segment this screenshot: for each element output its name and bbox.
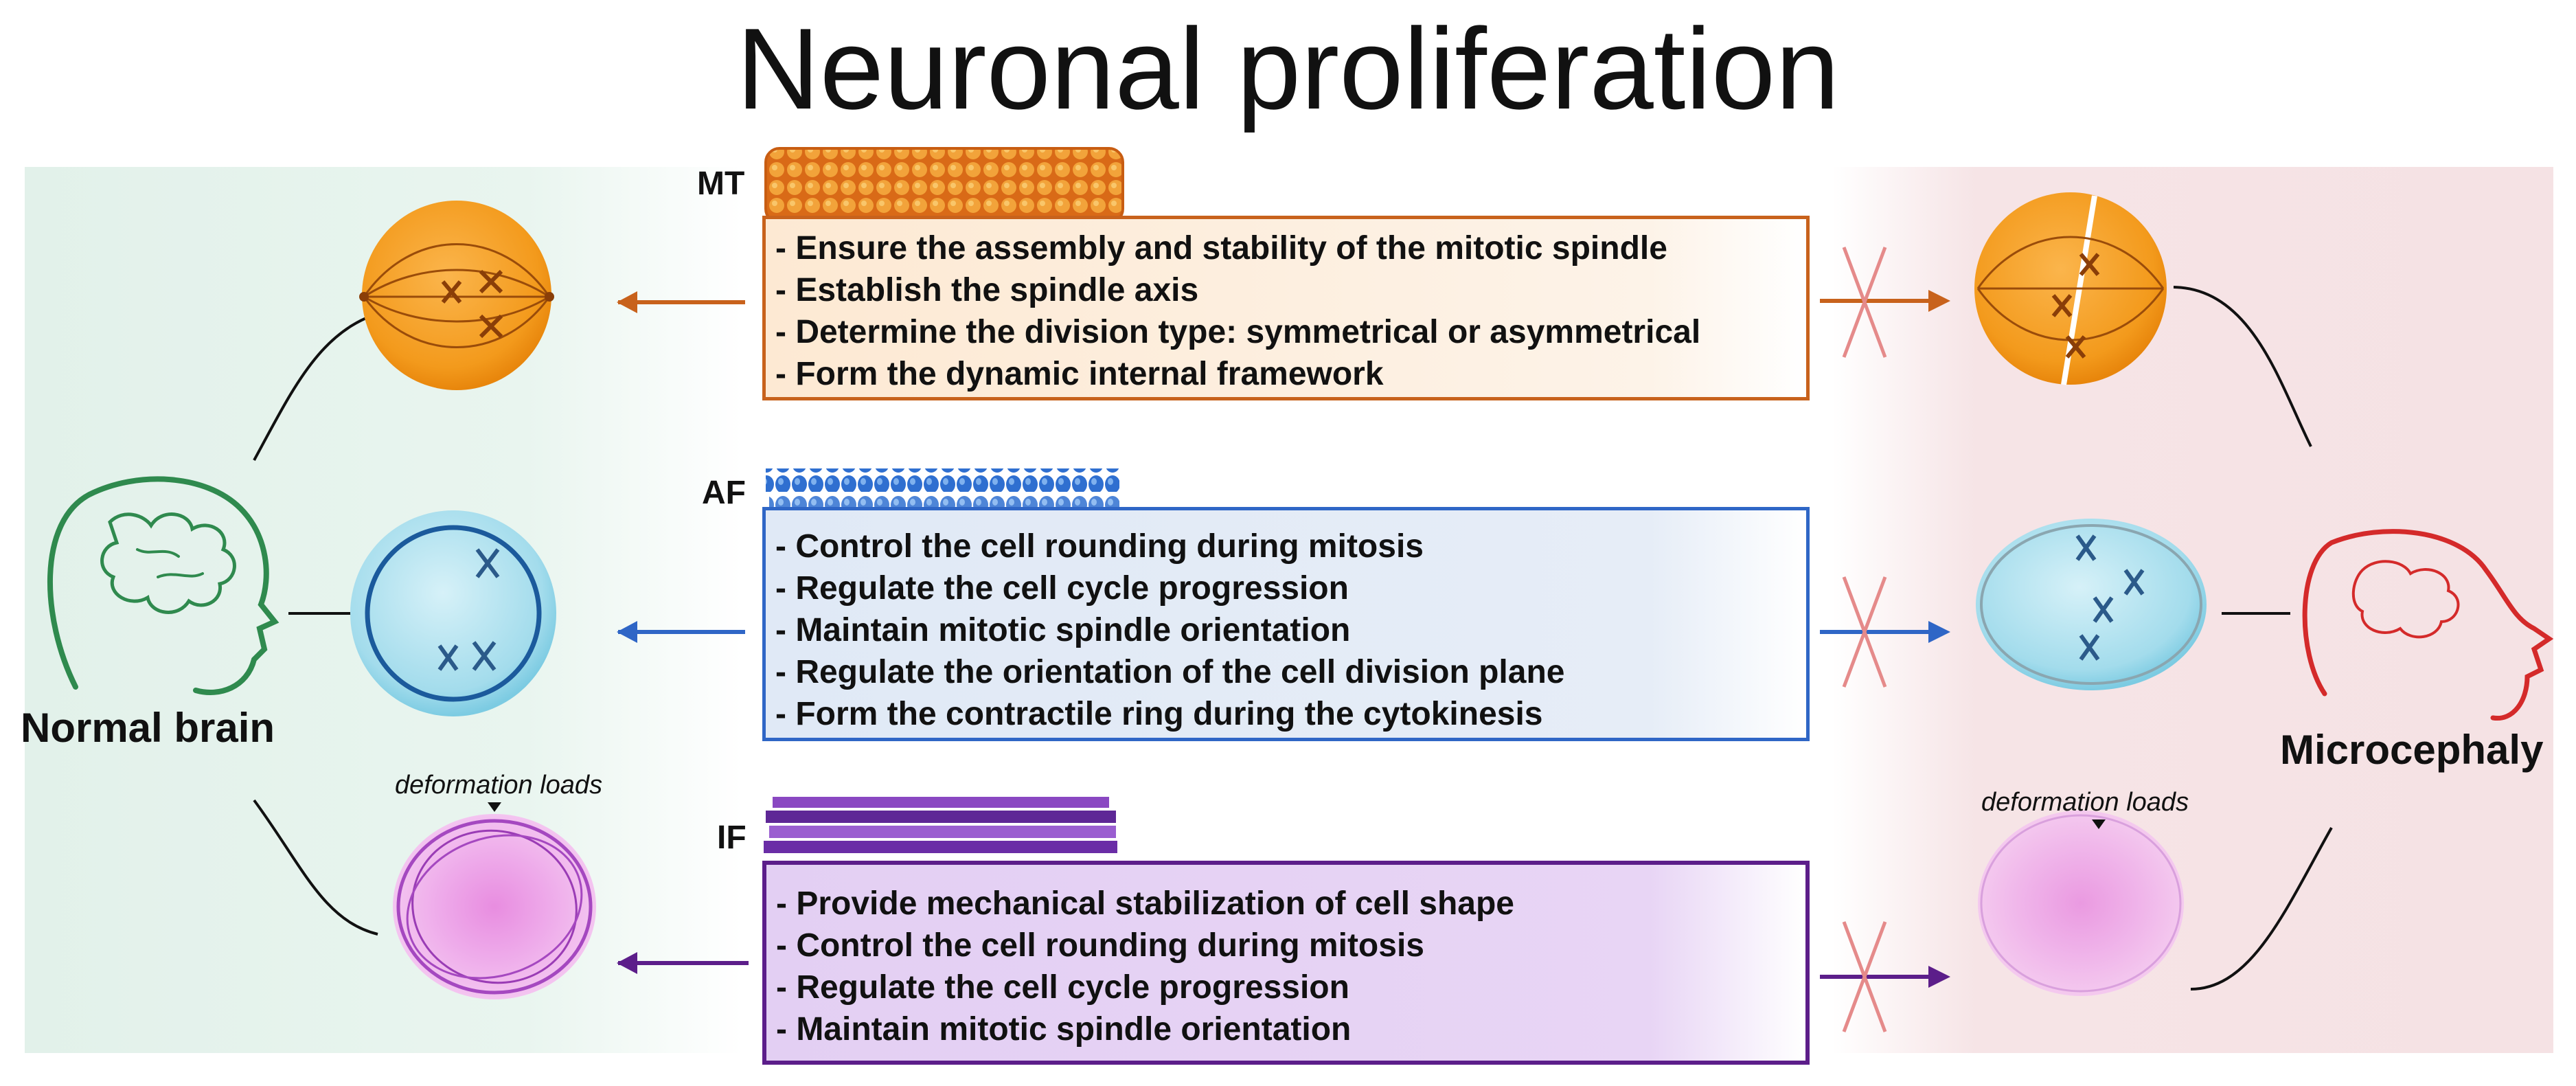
if-microcephaly-cell	[1978, 811, 2184, 996]
normal-brain-label: Normal brain	[21, 705, 275, 751]
list-item: - Maintain mitotic spindle orientation	[775, 612, 1351, 648]
list-item: - Control the cell rounding during mitos…	[776, 927, 1424, 964]
list-item: - Regulate the cell cycle progression	[775, 570, 1349, 607]
microcephaly-icon	[2302, 529, 2554, 721]
deformation-loads-label-right: deformation loads	[1981, 788, 2189, 817]
block-x-marks	[1842, 247, 1887, 1032]
right-arrows	[1820, 299, 1930, 979]
af-label: AF	[702, 475, 746, 511]
if-label: IF	[717, 819, 746, 856]
af-microcephaly-cell	[1976, 519, 2207, 690]
list-item: - Regulate the orientation of the cell d…	[775, 654, 1565, 690]
if-filament-image	[764, 797, 1117, 853]
af-normal-cell	[350, 510, 556, 716]
deformation-loads-label-left: deformation loads	[395, 771, 603, 800]
list-item: - Maintain mitotic spindle orientation	[776, 1011, 1352, 1048]
af-function-box: - Control the cell rounding during mitos…	[762, 507, 1810, 741]
list-item: - Provide mechanical stabilization of ce…	[776, 885, 1514, 922]
list-item: - Form the dynamic internal framework	[775, 356, 1384, 392]
left-arrows	[618, 300, 749, 965]
mt-microcephaly-cell	[1974, 192, 2167, 385]
list-item: - Determine the division type: symmetric…	[775, 314, 1701, 350]
connector-lines	[253, 286, 2333, 991]
mt-label: MT	[697, 166, 745, 202]
list-item: - Regulate the cell cycle progression	[776, 969, 1349, 1006]
if-normal-cell	[393, 802, 596, 999]
list-item: - Control the cell rounding during mitos…	[775, 528, 1424, 565]
mt-filament-image	[764, 147, 1124, 224]
right-arrowheads	[1928, 290, 1950, 988]
mt-normal-cell	[359, 201, 554, 390]
list-item: - Ensure the assembly and stability of t…	[775, 230, 1667, 267]
mt-function-box: - Ensure the assembly and stability of t…	[762, 216, 1810, 400]
list-item: - Form the contractile ring during the c…	[775, 696, 1543, 732]
if-function-box: - Provide mechanical stabilization of ce…	[762, 861, 1810, 1065]
left-arrowheads	[617, 291, 637, 974]
microcephaly-label: Microcephaly	[2280, 727, 2544, 773]
page-title: Neuronal proliferation	[736, 4, 1840, 133]
normal-brain-icon	[47, 476, 280, 695]
list-item: - Establish the spindle axis	[775, 272, 1199, 308]
